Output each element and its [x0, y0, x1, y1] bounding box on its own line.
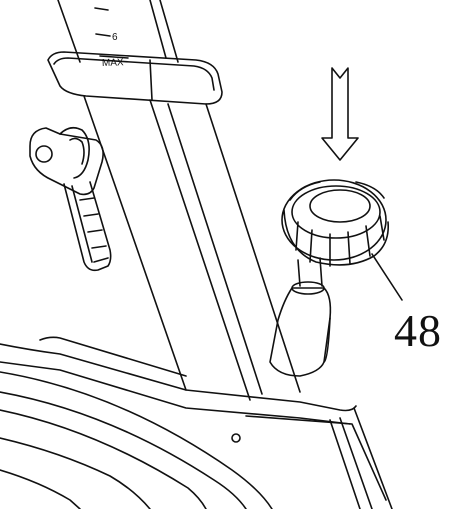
scale-mark-number: 6 [112, 32, 118, 43]
part-number-label: 48 [394, 305, 442, 356]
frame-base [0, 336, 393, 509]
scale-mark-max: MAX [102, 57, 124, 69]
seat-post [57, 0, 179, 63]
knob-mount [269, 257, 332, 377]
adjustment-lever [29, 126, 112, 272]
adjustment-knob [281, 179, 390, 267]
flywheel [0, 371, 273, 509]
frame-collar [47, 51, 223, 105]
down-arrow-icon [321, 67, 359, 161]
leader-line [371, 253, 403, 301]
